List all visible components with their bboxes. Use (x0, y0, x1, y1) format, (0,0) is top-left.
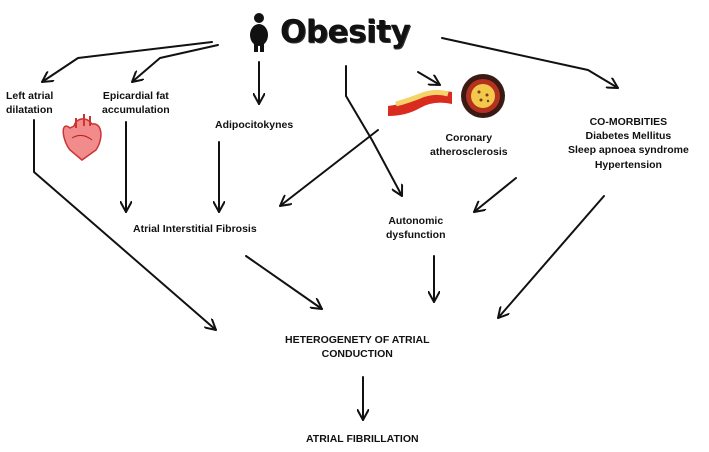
arrow-plaque-to-fibrosis (280, 129, 379, 206)
node-line: dysfunction (386, 229, 446, 242)
node-line: Sleep apnoea syndrome (568, 144, 689, 157)
arrow-comorbities-to-heterogeneity (498, 195, 605, 318)
arrow-obesity-to-comorbities (441, 37, 618, 88)
node-line: Diabetes Mellitus (585, 130, 672, 143)
node-line: CONDUCTION (321, 348, 393, 361)
node-epicardial-fat: Epicardial fat accumulation (102, 89, 170, 117)
node-line: atherosclerosis (430, 146, 508, 159)
arrow-fibrosis-to-heterogeneity (245, 255, 322, 309)
node-line: Epicardial fat (102, 90, 169, 102)
obesity-title: Obesity (280, 14, 411, 50)
node-atrial-interstitial-fibrosis: Atrial Interstitial Fibrosis (133, 223, 257, 235)
node-heterogeneity-of-atrial-conduction: HETEROGENETY OF ATRIAL CONDUCTION (285, 333, 429, 361)
node-line: accumulation (102, 104, 170, 117)
node-atrial-fibrillation: ATRIAL FIBRILLATION (306, 433, 419, 445)
node-adipocitokynes: Adipocitokynes (215, 119, 294, 131)
node-line: dilatation (6, 104, 53, 117)
node-autonomic-dysfunction: Autonomic dysfunction (386, 214, 446, 242)
node-comorbities: CO-MORBITIES Diabetes Mellitus Sleep apn… (568, 115, 689, 172)
arrow-obesity-to-epicardial (132, 44, 219, 82)
node-line: Hypertension (594, 158, 662, 171)
node-left-atrial-dilatation: Left atrial dilatation (6, 89, 53, 117)
node-coronary-atherosclerosis: Coronary atherosclerosis (430, 131, 508, 159)
heart-icon (62, 114, 102, 161)
node-line: CO-MORBITIES (589, 116, 668, 128)
node-line: Coronary (445, 132, 493, 144)
artery-plaque-icon (388, 89, 452, 116)
arrow-coronary-to-autonomic (474, 177, 517, 212)
arrow-left-atrial-to-heterogeneity (33, 119, 216, 330)
person-silhouette-icon (250, 13, 268, 52)
artery-cross-section-icon (461, 74, 505, 118)
arrows (33, 37, 618, 421)
node-line: Autonomic (388, 215, 444, 227)
node-line: Left atrial (6, 90, 54, 102)
arrow-obesity-to-artery-icons (417, 71, 440, 85)
arrow-obesity-to-left-atrial (42, 41, 213, 82)
node-line: HETEROGENETY OF ATRIAL (285, 334, 430, 346)
arrow-obesity-to-autonomic (345, 65, 402, 196)
